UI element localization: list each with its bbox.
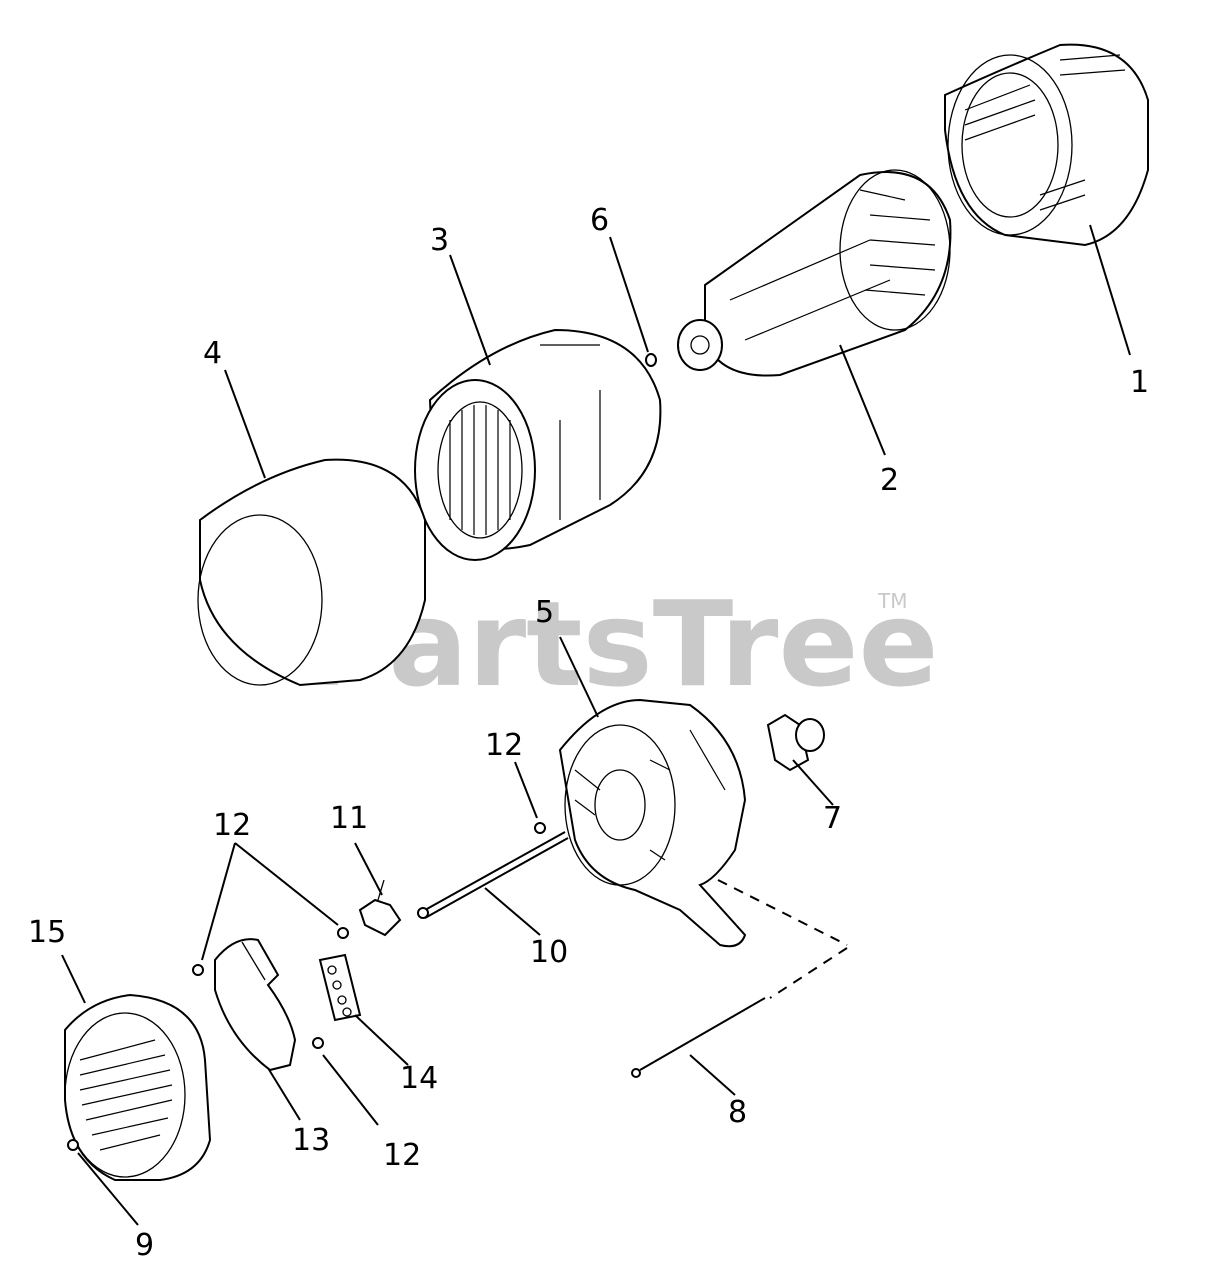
part-4-cover-sleeve[interactable] <box>197 458 426 687</box>
callout-13[interactable]: 13 <box>292 1123 330 1158</box>
leader-line-8 <box>689 1054 736 1096</box>
leader-line-1 <box>1089 224 1131 356</box>
callout-5[interactable]: 5 <box>535 595 554 630</box>
callout-10[interactable]: 10 <box>530 935 568 970</box>
watermark-trademark: TM <box>877 589 907 613</box>
leader-line-7 <box>792 759 834 806</box>
leader-line-2 <box>839 344 886 456</box>
callout-9[interactable]: 9 <box>135 1228 154 1263</box>
callout-2[interactable]: 2 <box>880 463 899 498</box>
part-12-screws[interactable] <box>192 822 546 1049</box>
leader-line-3 <box>449 254 491 366</box>
part-7-receptacle[interactable] <box>766 713 825 772</box>
part-13-brush-cover[interactable] <box>214 938 297 1072</box>
callout-15[interactable]: 15 <box>28 915 66 950</box>
dashed-line-8a <box>717 879 848 946</box>
part-15-end-cover[interactable] <box>64 993 212 1181</box>
leader-line-12b-right <box>234 842 339 926</box>
leader-line-4 <box>224 369 266 479</box>
screw-12-upper[interactable] <box>534 822 546 834</box>
part-1-rear-housing[interactable] <box>944 43 1149 247</box>
callout-6[interactable]: 6 <box>590 203 609 238</box>
screw-12-left[interactable] <box>192 964 204 976</box>
callout-8[interactable]: 8 <box>728 1095 747 1130</box>
part-3-stator[interactable] <box>414 328 662 561</box>
callout-14[interactable]: 14 <box>400 1061 438 1096</box>
leader-line-12c <box>322 1054 379 1126</box>
screw-12-lower[interactable] <box>312 1037 324 1049</box>
callout-4[interactable]: 4 <box>203 336 222 371</box>
leader-line-10 <box>484 887 541 936</box>
leader-line-12a <box>514 761 538 819</box>
callout-12-left[interactable]: 12 <box>213 808 251 843</box>
leader-line-13 <box>267 1067 301 1121</box>
part-11-switch[interactable] <box>358 879 402 937</box>
part-8-long-bolt[interactable] <box>631 997 766 1078</box>
callout-12-lower[interactable]: 12 <box>383 1138 421 1173</box>
callout-12-upper[interactable]: 12 <box>485 728 523 763</box>
leader-line-9 <box>77 1152 139 1226</box>
leader-line-15 <box>61 954 86 1004</box>
leader-line-12b-left <box>201 842 236 961</box>
callout-7[interactable]: 7 <box>823 801 842 836</box>
dashed-line-8b <box>769 947 848 999</box>
part-9-screw[interactable] <box>67 1139 79 1151</box>
screw-12-mid[interactable] <box>337 927 349 939</box>
part-2-rotor[interactable] <box>677 169 952 377</box>
part-5-front-housing[interactable] <box>558 698 747 948</box>
leader-line-5 <box>559 636 599 718</box>
callout-11[interactable]: 11 <box>330 801 368 836</box>
part-6-nut[interactable] <box>645 353 657 367</box>
callout-3[interactable]: 3 <box>430 223 449 258</box>
part-10-tie-rod[interactable] <box>417 831 569 919</box>
leader-line-14 <box>354 1014 409 1066</box>
leader-line-6 <box>609 236 649 353</box>
leader-line-11 <box>354 842 383 896</box>
callout-1[interactable]: 1 <box>1130 365 1149 400</box>
part-14-terminal-block[interactable] <box>318 953 362 1022</box>
